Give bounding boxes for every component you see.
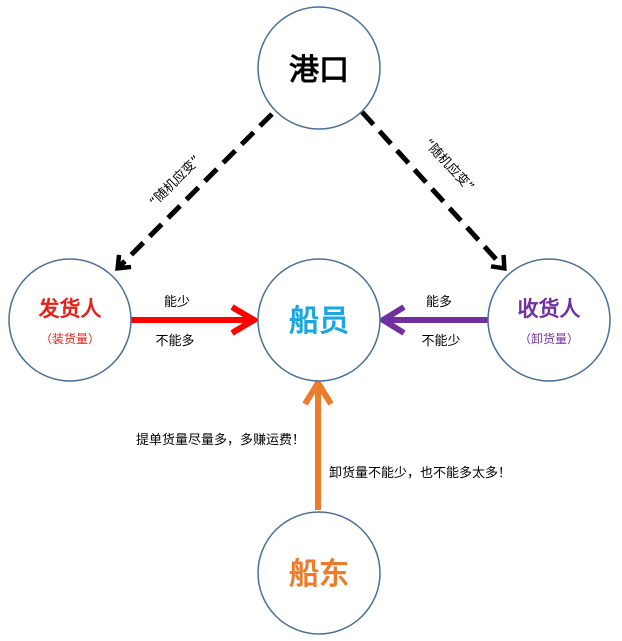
shipowner-crew-right-label: 卸货量不能少，也不能多太多！ bbox=[329, 465, 511, 481]
consignee-crew-top-label: 能多 bbox=[426, 294, 452, 310]
crew-label: 船员 bbox=[289, 304, 349, 339]
arrow-consignee-to-crew bbox=[377, 304, 488, 336]
consignee-crew-bottom-label: 不能少 bbox=[421, 334, 460, 349]
shipowner-node bbox=[257, 511, 381, 635]
consignee-node bbox=[487, 258, 611, 382]
shipper-crew-top-label: 能少 bbox=[164, 295, 190, 310]
shipper-sublabel: （装货量） bbox=[40, 331, 100, 346]
port-label: 港口 bbox=[289, 53, 349, 88]
port-consignee-edge-label: “随机应变” bbox=[421, 136, 477, 195]
port-node bbox=[257, 6, 381, 130]
shipowner-label: 船东 bbox=[289, 557, 349, 592]
consignee-label: 收货人 bbox=[518, 297, 581, 321]
arrow-shipowner-to-crew bbox=[302, 377, 334, 510]
shipper-label: 发货人 bbox=[38, 297, 102, 321]
port-shipper-edge-label: “随机应变” bbox=[146, 152, 204, 210]
consignee-sublabel: （卸货量） bbox=[519, 331, 579, 346]
shipper-node bbox=[8, 258, 132, 382]
crew-node bbox=[257, 258, 381, 382]
arrow-port-to-consignee bbox=[360, 110, 504, 268]
arrow-port-to-shipper bbox=[118, 112, 274, 268]
arrow-shipper-to-crew bbox=[130, 304, 260, 336]
shipper-crew-bottom-label: 不能多 bbox=[155, 333, 194, 349]
shipowner-crew-left-label: 提单货量尽量多，多赚运费！ bbox=[136, 432, 305, 448]
